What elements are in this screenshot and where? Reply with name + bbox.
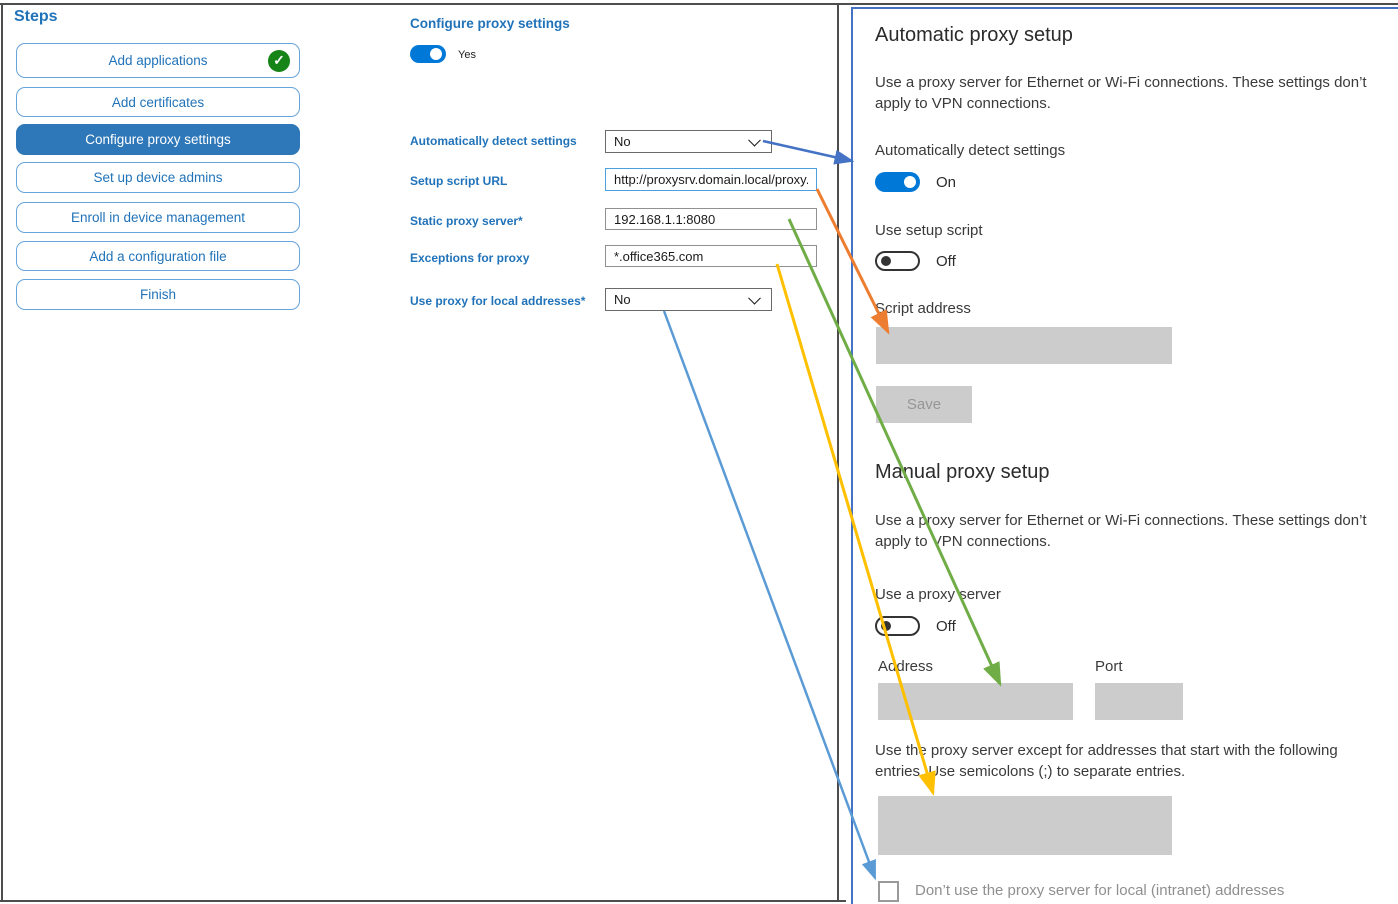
arrow-local-addresses	[662, 310, 877, 881]
detect-settings-toggle[interactable]	[875, 172, 920, 192]
toggle-knob	[904, 176, 916, 188]
auto-detect-dropdown[interactable]: No	[605, 130, 772, 153]
dropdown-value: No	[614, 292, 631, 307]
chevron-down-icon	[748, 291, 761, 305]
address-input[interactable]	[878, 683, 1073, 720]
static-proxy-server-input[interactable]	[605, 208, 817, 230]
field-label-setup-script-url: Setup script URL	[410, 174, 508, 188]
chevron-down-icon	[748, 133, 761, 147]
step-label: Add applications	[108, 53, 208, 68]
local-addresses-dropdown[interactable]: No	[605, 288, 772, 311]
setup-script-url-input[interactable]	[605, 168, 817, 191]
step-add-applications[interactable]: Add applications ✓	[16, 43, 300, 78]
step-add-a-configuration-file[interactable]: Add a configuration file	[16, 241, 300, 271]
address-label: Address	[878, 658, 934, 675]
automatic-proxy-heading: Automatic proxy setup	[875, 24, 1073, 46]
use-setup-script-state: Off	[936, 253, 956, 270]
step-label: Add a configuration file	[89, 248, 227, 264]
exceptions-textarea[interactable]	[878, 796, 1172, 855]
exceptions-for-proxy-input[interactable]	[605, 245, 817, 267]
dropdown-value: No	[614, 134, 631, 149]
step-finish[interactable]: Finish	[16, 279, 300, 310]
exceptions-description: Use the proxy server except for addresse…	[875, 742, 1338, 780]
port-label: Port	[1095, 658, 1123, 675]
toggle-knob	[881, 621, 891, 631]
save-button[interactable]: Save	[876, 386, 972, 423]
automatic-proxy-description: Use a proxy server for Ethernet or Wi-Fi…	[875, 74, 1367, 112]
settings-frame-left	[851, 7, 853, 904]
step-set-up-device-admins[interactable]: Set up device admins	[16, 162, 300, 193]
outer-border-top	[0, 3, 1398, 5]
script-address-input[interactable]	[876, 327, 1172, 364]
port-input[interactable]	[1095, 683, 1183, 720]
detect-settings-state: On	[936, 174, 957, 191]
toggle-knob	[430, 48, 442, 60]
configure-proxy-toggle[interactable]	[410, 45, 446, 63]
field-label-auto-detect: Automatically detect settings	[410, 134, 577, 148]
outer-border-left	[1, 3, 3, 902]
steps-panel-title: Steps	[14, 8, 58, 25]
panel-divider	[837, 5, 839, 902]
use-proxy-server-label: Use a proxy server	[875, 586, 1001, 603]
step-label: Enroll in device management	[70, 210, 246, 225]
step-label: Configure proxy settings	[85, 132, 231, 147]
outer-border-bottom	[0, 900, 846, 902]
use-setup-script-label: Use setup script	[875, 222, 983, 239]
manual-proxy-heading: Manual proxy setup	[875, 461, 1050, 483]
local-intranet-checkbox-label: Don’t use the proxy server for local (in…	[915, 882, 1285, 899]
field-label-local-addresses: Use proxy for local addresses*	[410, 294, 586, 308]
use-setup-script-toggle[interactable]	[875, 251, 920, 271]
form-title: Configure proxy settings	[410, 16, 570, 31]
toggle-knob	[881, 256, 891, 266]
use-proxy-server-toggle[interactable]	[875, 616, 920, 636]
field-label-static-proxy: Static proxy server*	[410, 214, 523, 228]
settings-frame-top	[851, 7, 1398, 9]
step-add-certificates[interactable]: Add certificates	[16, 87, 300, 117]
completed-check-icon: ✓	[268, 49, 290, 72]
step-label: Finish	[139, 287, 176, 302]
local-intranet-checkbox[interactable]	[878, 881, 899, 902]
manual-proxy-description: Use a proxy server for Ethernet or Wi-Fi…	[875, 512, 1367, 550]
step-label: Set up device admins	[93, 170, 223, 185]
step-label: Add certificates	[111, 94, 205, 110]
step-enroll-in-device-management[interactable]: Enroll in device management	[16, 202, 300, 233]
step-configure-proxy-settings[interactable]: Configure proxy settings	[16, 124, 300, 155]
configure-proxy-toggle-state: Yes	[458, 49, 476, 61]
field-label-exceptions: Exceptions for proxy	[410, 251, 530, 265]
arrow-static-proxy	[787, 218, 1002, 687]
use-proxy-server-state: Off	[936, 618, 956, 635]
script-address-label: Script address	[875, 300, 971, 317]
detect-settings-label: Automatically detect settings	[875, 142, 1066, 159]
